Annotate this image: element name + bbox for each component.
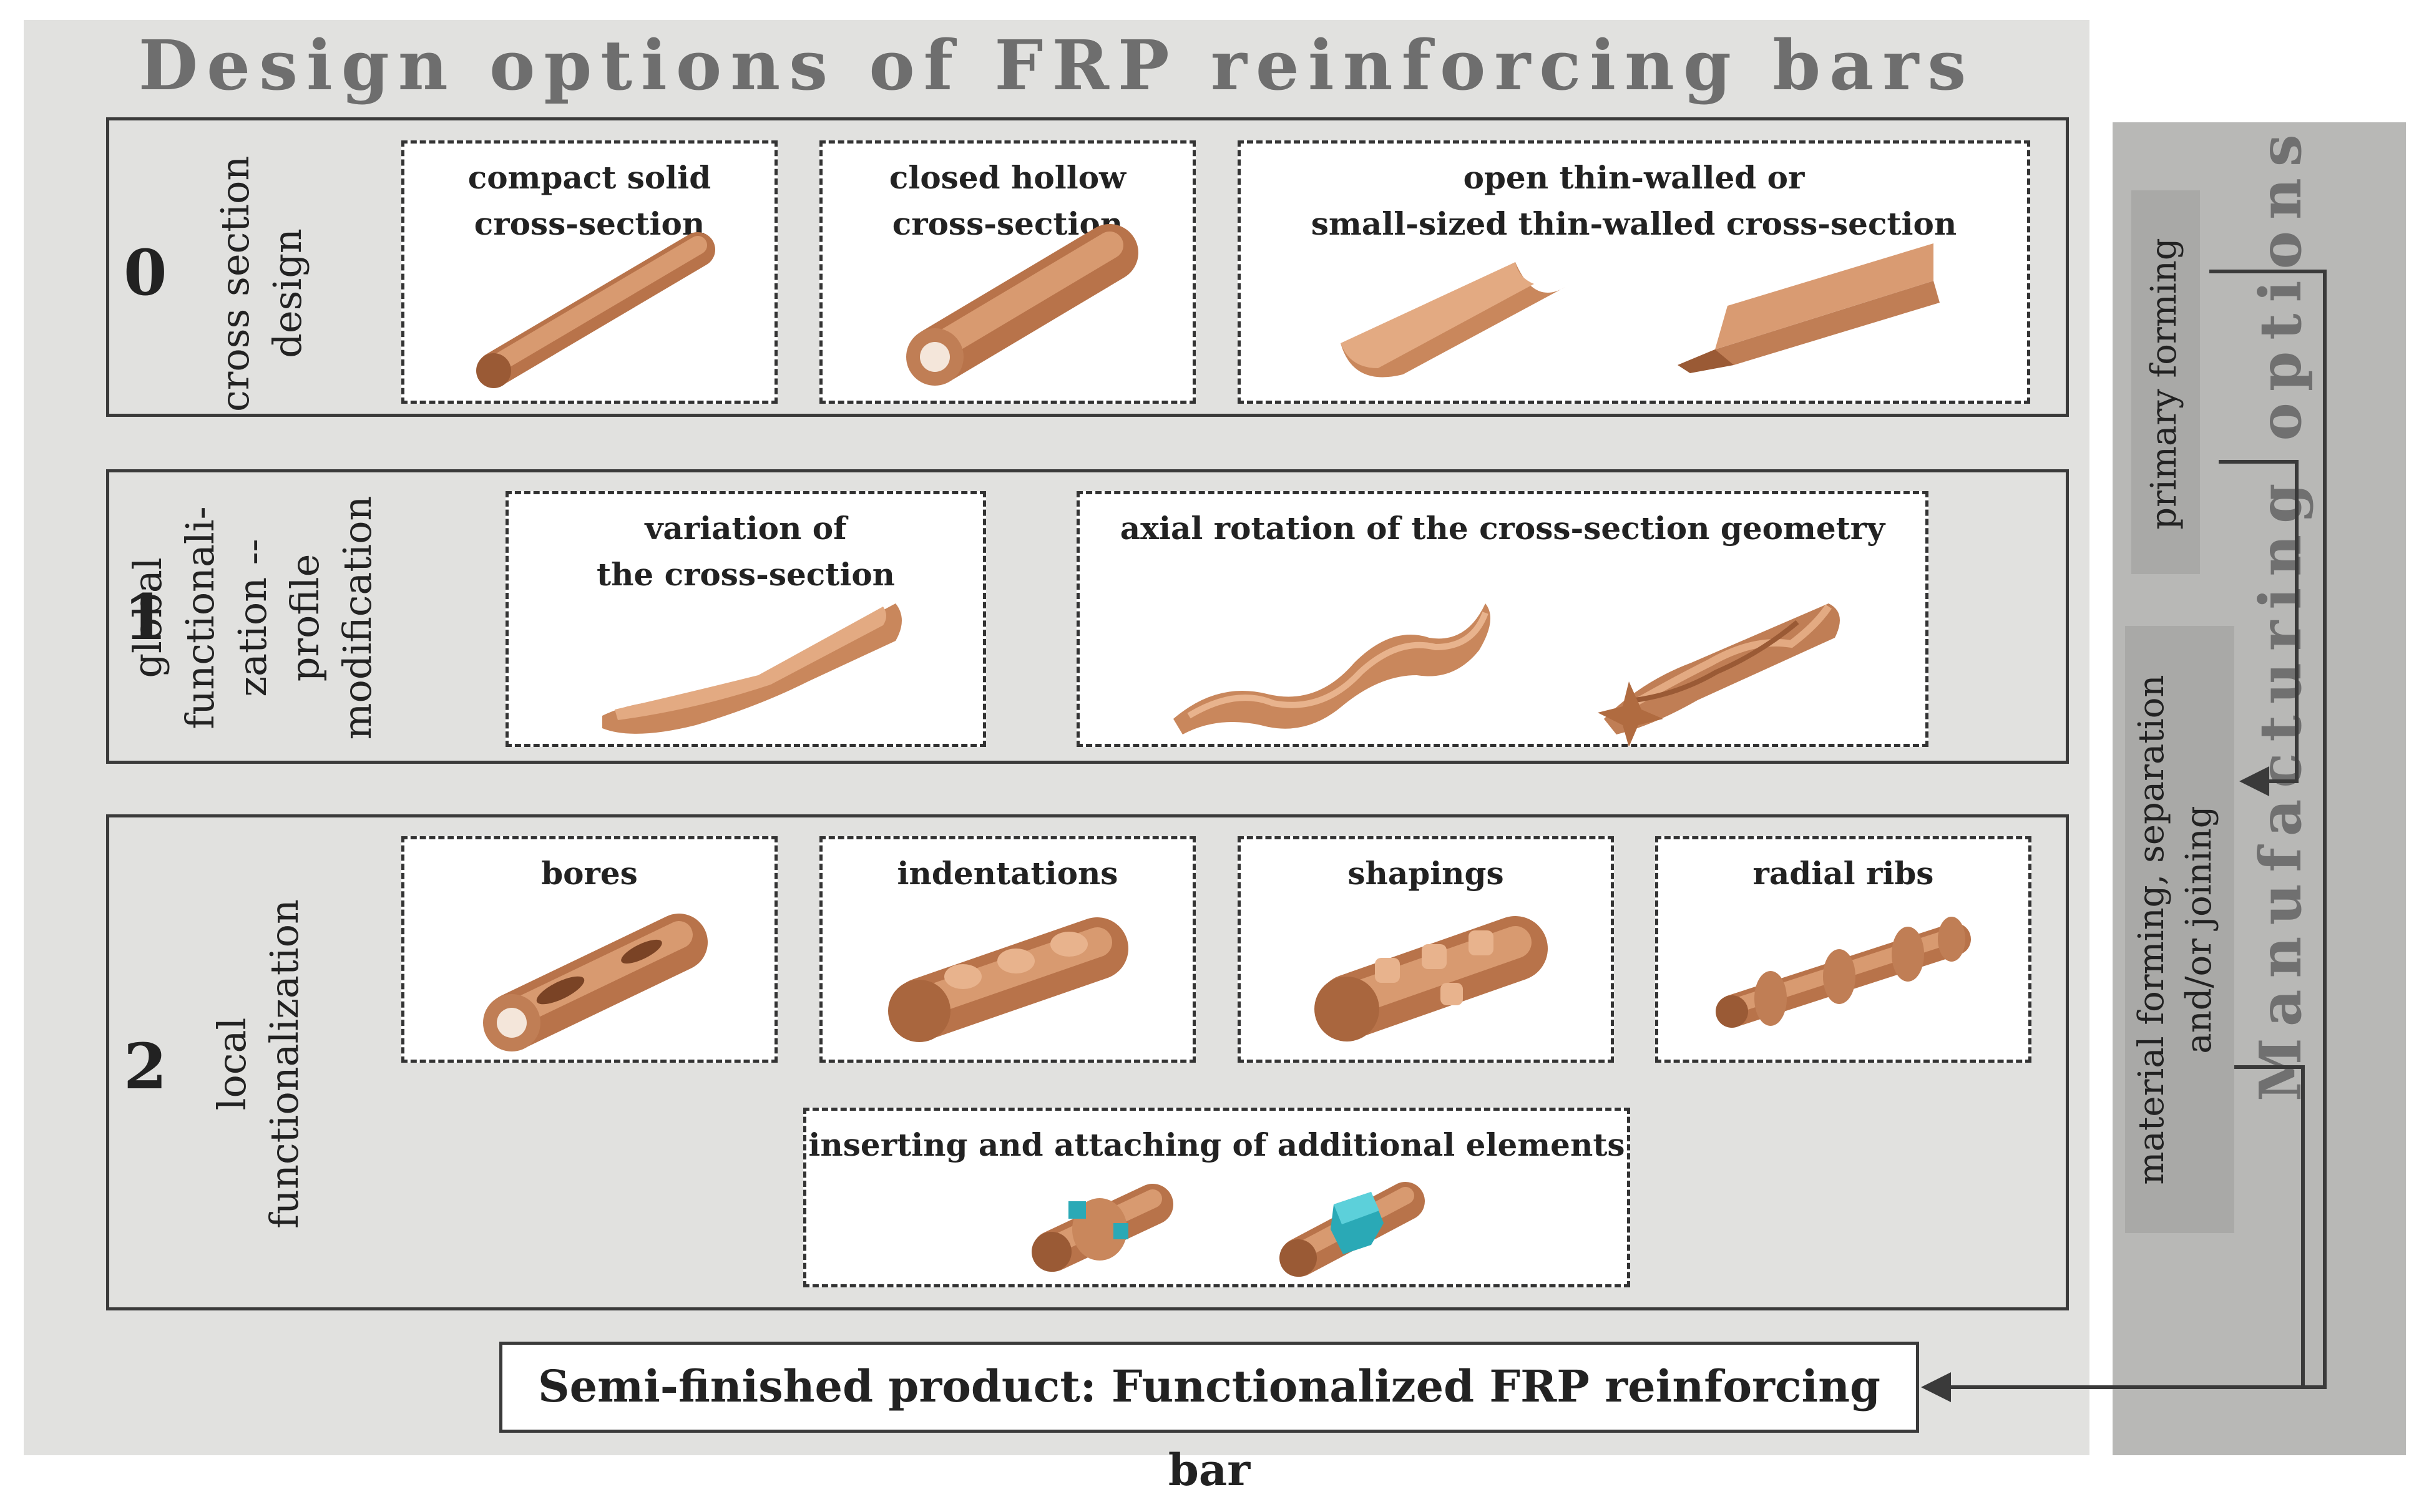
option-label: bores	[541, 855, 638, 892]
diagram-title: Design options of FRP reinforcing bars	[138, 25, 1975, 105]
flow-arrows	[1921, 270, 2327, 1402]
option-closed-hollow: closed hollow cross-section	[819, 140, 1196, 404]
primary-forming-box	[2131, 190, 2200, 574]
option-label: inserting and attaching of additional el…	[808, 1126, 1625, 1163]
level-0-number: 0	[124, 236, 167, 310]
level-0-section	[106, 117, 2069, 417]
level-2-number: 2	[124, 1030, 167, 1103]
option-axial-rotation: axial rotation of the cross-section geom…	[1077, 491, 1928, 747]
level-1-section	[106, 469, 2069, 764]
shaped-bar-illustration	[1314, 916, 1548, 1041]
level-2-section	[106, 814, 2069, 1310]
option-label: radial ribs	[1752, 855, 1934, 892]
thin-walled-illustrations	[1341, 243, 1940, 378]
arrow-primary-to-result	[1921, 270, 2327, 1402]
option-indentations: indentations	[819, 836, 1196, 1063]
option-bores: bores	[401, 836, 778, 1063]
option-compact-solid: compact solid cross-section	[401, 140, 778, 404]
hollow-bar-illustration	[906, 224, 1138, 386]
option-label: closed hollow cross-section	[889, 159, 1126, 242]
inserts-illustration	[1032, 1182, 1425, 1277]
ribbed-bar-illustration	[1716, 917, 1971, 1028]
option-label: shapings	[1347, 855, 1504, 892]
solid-bar-illustration	[476, 232, 715, 388]
varied-profile-illustration	[602, 603, 902, 734]
option-label: axial rotation of the cross-section geom…	[1120, 510, 1885, 547]
indented-bar-illustration	[888, 917, 1128, 1042]
option-radial-ribs: radial ribs	[1655, 836, 2031, 1063]
arrow-primary-to-material	[2219, 460, 2299, 796]
option-label: indentations	[897, 855, 1118, 892]
material-forming-box	[2125, 626, 2234, 1233]
option-label: open thin-walled or small-sized thin-wal…	[1311, 159, 1957, 242]
option-variation-cross-section: variation of the cross-section	[506, 491, 986, 747]
bored-bar-illustration	[483, 914, 708, 1051]
option-label: variation of the cross-section	[596, 510, 896, 593]
option-open-thin-walled: open thin-walled or small-sized thin-wal…	[1238, 140, 2030, 404]
arrow-material-to-result	[2234, 1065, 2305, 1387]
option-label: compact solid cross-section	[467, 159, 711, 242]
option-inserting-attaching: inserting and attaching of additional el…	[803, 1108, 1630, 1287]
level-1-number: 1	[124, 580, 167, 654]
option-shapings: shapings	[1238, 836, 1614, 1063]
twisted-profile-illustrations	[1173, 603, 1840, 747]
